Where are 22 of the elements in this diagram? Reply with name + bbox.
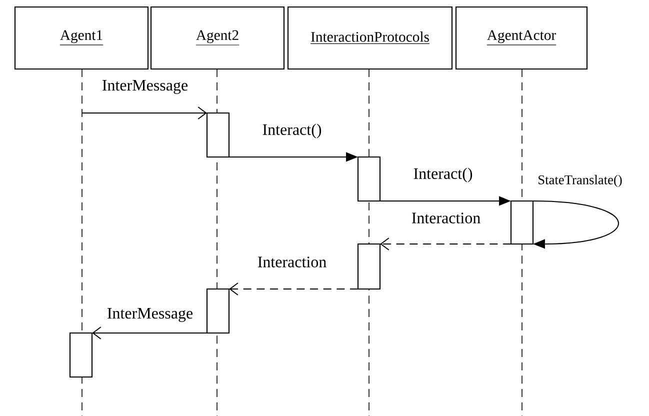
message-arrow: [92, 326, 207, 340]
message-label: Interaction: [412, 212, 480, 224]
return-arrow: [229, 282, 358, 296]
object-box: Agent1: [14, 6, 149, 70]
message-label: InterMessage: [108, 308, 193, 322]
object-box: AgentActor: [455, 6, 588, 70]
activation-bar: [206, 112, 230, 158]
activation-bar: [510, 200, 534, 245]
self-message-arrow: [532, 200, 619, 249]
object-box: InteractionProtocols: [287, 6, 453, 70]
message-label: Interact(): [414, 168, 472, 182]
activation-bar: [69, 332, 93, 378]
message-arrow: [82, 106, 207, 120]
activation-bar: [357, 243, 381, 290]
message-label: Interaction: [258, 256, 326, 268]
message-label: InterMessage: [102, 80, 188, 94]
activation-bar: [357, 156, 381, 202]
message-label: StateTranslate(): [538, 174, 622, 188]
message-label: Interact(): [262, 124, 322, 138]
return-arrow: [380, 238, 511, 250]
object-box: Agent2: [150, 6, 285, 70]
activation-bar: [206, 288, 230, 334]
